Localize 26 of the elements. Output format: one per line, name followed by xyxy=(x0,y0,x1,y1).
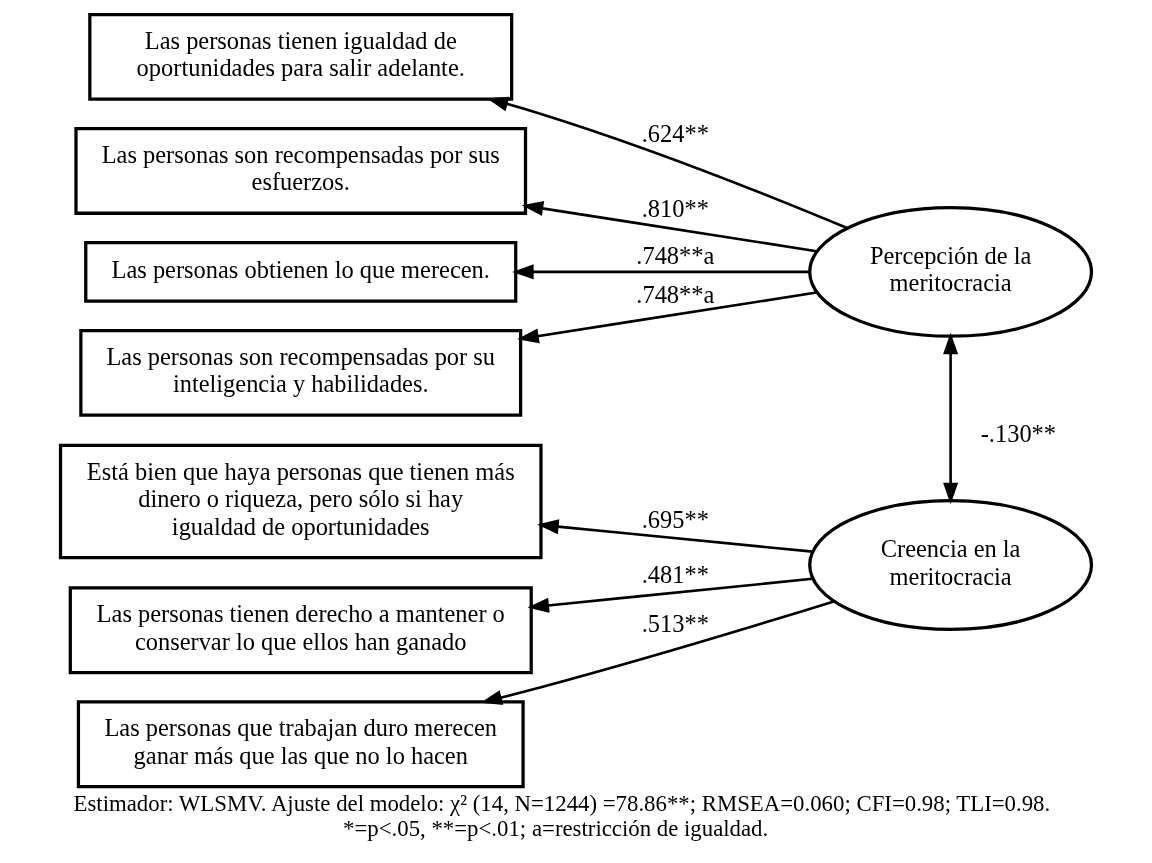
edge-label: .513** xyxy=(641,609,709,637)
edge-label: .748**a xyxy=(636,280,715,308)
edge-label: .695** xyxy=(641,505,709,533)
edge-label: -.130** xyxy=(980,419,1057,447)
arrow xyxy=(512,264,810,280)
arrow xyxy=(527,577,813,613)
edge-label: .481** xyxy=(641,560,709,588)
node-box: Las personas son recompensadas por su inteligencia y habilidades. xyxy=(79,328,523,417)
caption: Estimador: WLSMV. Ajuste del modelo: χ² (14, N=1244) =78.86**; RMSEA=0.060; CFI=0.98; TLI=0.98. *=p<.05, **=p<.01; a=restricción de igualdad. xyxy=(73,791,1051,841)
arrow xyxy=(480,600,835,705)
arrow xyxy=(943,332,959,505)
node-box: Las personas tienen derecho a mantener o conservar lo que ellos han ganado xyxy=(68,586,533,675)
arrow xyxy=(517,291,817,344)
arrow xyxy=(537,519,813,553)
node-box: Está bien que haya personas que tienen más dinero o riqueza, pero sólo si hay igualdad de oportunidades xyxy=(58,443,543,560)
arrow xyxy=(521,201,817,253)
edge-label: .810** xyxy=(641,194,709,222)
node-box: Las personas obtienen lo que merecen. xyxy=(84,240,518,303)
edge-label: .624** xyxy=(641,119,709,147)
node-box: Las personas tienen igualdad de oportunidades para salir adelante. xyxy=(88,12,514,101)
node-ellipse: Creencia en la meritocracia xyxy=(808,499,1094,631)
node-ellipse: Percepción de la meritocracia xyxy=(808,205,1094,338)
arrow xyxy=(486,96,848,230)
edge-label: .748**a xyxy=(636,241,715,269)
node-box: Las personas son recompensadas por sus esfuerzos. xyxy=(74,126,528,215)
node-box: Las personas que trabajan duro merecen ganar más que las que no lo hacen xyxy=(76,700,525,789)
